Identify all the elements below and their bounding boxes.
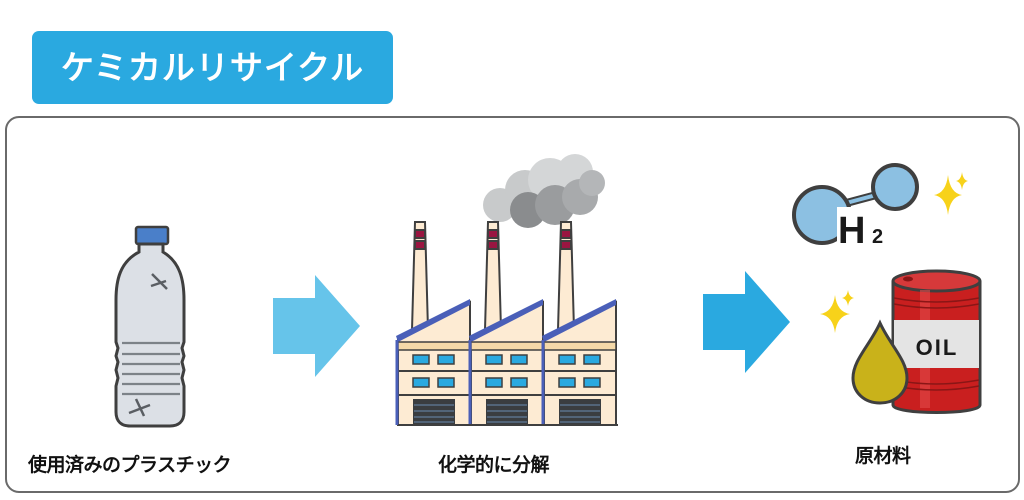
step-label-chemical-decomposition: 化学的に分解 (438, 454, 550, 476)
factory-icon (395, 154, 618, 427)
plastic-bottle-icon (114, 225, 186, 428)
arrow-right-icon (703, 271, 790, 373)
title-badge: ケミカルリサイクル (32, 31, 393, 104)
hydrogen-subscript: 2 (872, 226, 883, 248)
oil-barrel-icon: OIL (891, 269, 982, 414)
hydrogen-label: H (838, 210, 865, 252)
diagram-frame (5, 116, 1020, 493)
hydrogen-molecule-icon: H 2 (792, 163, 919, 252)
step-label-used-plastic: 使用済みのプラスチック (28, 454, 232, 476)
sparkle-icon (820, 172, 968, 333)
oil-drop-icon (851, 319, 909, 405)
arrow-right-icon (273, 275, 360, 377)
step-label-raw-materials: 原材料 (855, 445, 911, 467)
smoke-cloud (483, 154, 605, 228)
oil-label: OIL (916, 335, 959, 360)
